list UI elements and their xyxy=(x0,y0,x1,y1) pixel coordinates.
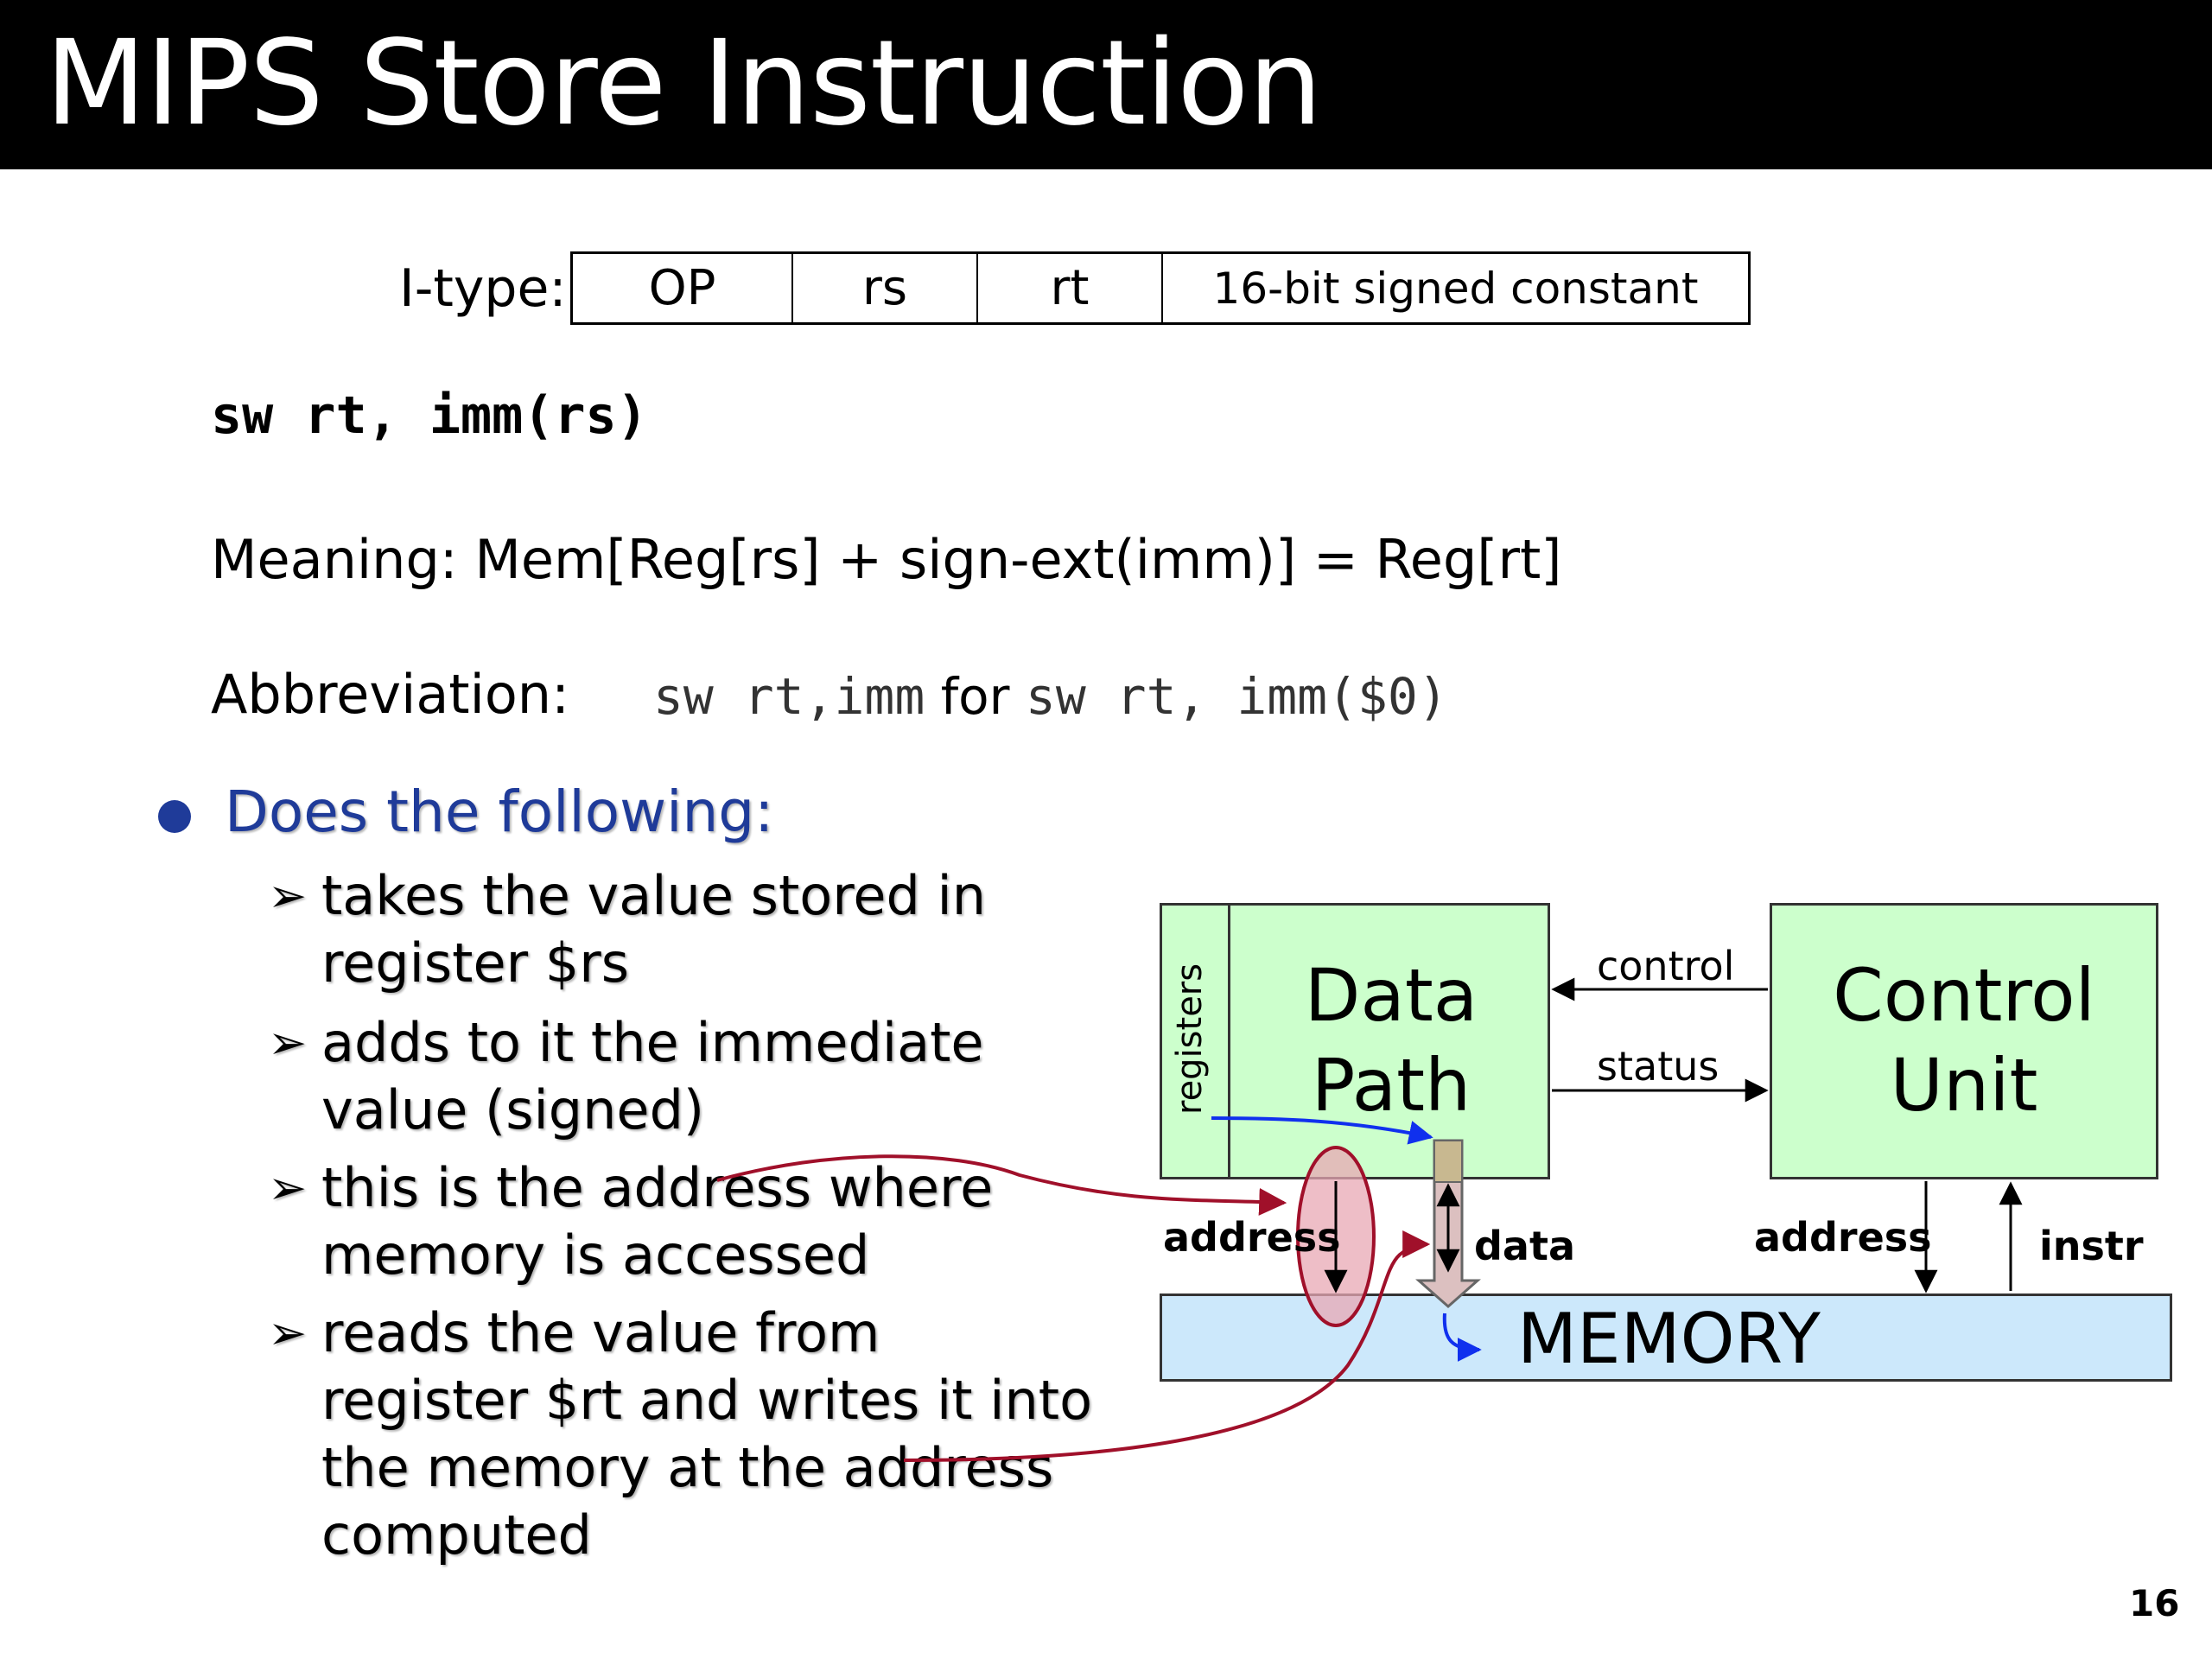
arrow-bullet-icon: ➢ xyxy=(268,1306,308,1360)
field-rs: rs xyxy=(793,254,978,322)
memory-label: MEMORY xyxy=(1517,1299,1821,1379)
sub-bullet: ➢adds to it the immediate value (signed) xyxy=(268,1009,1097,1144)
datapath-box xyxy=(1160,903,1550,1179)
instr-label: instr xyxy=(2039,1223,2144,1269)
control-unit-label: Control Unit xyxy=(1833,953,2095,1128)
sub-bullet-text: reads the value from register $rt and wr… xyxy=(321,1301,1093,1567)
control-address-label: address xyxy=(1754,1214,1932,1261)
sub-bullet: ➢this is the address where memory is acc… xyxy=(268,1154,1097,1289)
abbreviation-for: for xyxy=(925,667,1026,726)
sub-bullet: ➢takes the value stored in register $rs xyxy=(268,862,1097,997)
datapath-address-label: address xyxy=(1163,1214,1341,1261)
address-annotation-curve xyxy=(716,1154,1287,1216)
status-label: status xyxy=(1597,1043,1719,1090)
abbreviation-code-short: sw rt,imm xyxy=(653,667,925,726)
datapath-label: Data Path xyxy=(1304,953,1478,1128)
sub-bullet: ➢reads the value from register $rt and w… xyxy=(268,1300,1097,1569)
title-bar xyxy=(0,0,2212,169)
registers-strip xyxy=(1160,903,1230,1179)
field-immediate: 16-bit signed constant xyxy=(1212,263,1699,314)
control-label: control xyxy=(1597,943,1735,989)
abbreviation-label: Abbreviation: xyxy=(211,663,569,726)
sub-bullet-text: takes the value stored in register $rs xyxy=(321,864,987,995)
data-label: data xyxy=(1474,1223,1575,1269)
field-rt: rt xyxy=(978,254,1163,322)
bullet-heading: Does the following: xyxy=(225,779,774,845)
slide-title: MIPS Store Instruction xyxy=(45,16,1323,152)
register-flow-arrow xyxy=(1211,1116,1433,1145)
page-number: 16 xyxy=(2129,1582,2180,1624)
field-op: OP xyxy=(573,254,793,322)
itype-format-box: OP rs rt 16-bit signed constant xyxy=(570,251,1751,325)
arrow-bullet-icon: ➢ xyxy=(268,1160,308,1215)
sub-bullet-text: adds to it the immediate value (signed) xyxy=(321,1011,984,1141)
control-unit-box xyxy=(1770,903,2158,1179)
arrow-bullet-icon: ➢ xyxy=(268,868,308,923)
abbreviation-text: sw rt,imm for sw rt, imm($0) xyxy=(653,664,1448,729)
abbreviation-code-full: sw rt, imm($0) xyxy=(1025,667,1448,726)
bullet-dot xyxy=(158,800,191,833)
sub-bullet-text: this is the address where memory is acce… xyxy=(321,1156,994,1287)
memory-flow-arrow xyxy=(1442,1313,1482,1362)
data-bus-top xyxy=(1433,1140,1463,1183)
meaning-text: Meaning: Mem[Reg[rs] + sign-ext(imm)] = … xyxy=(211,528,1562,591)
arrow-bullet-icon: ➢ xyxy=(268,1015,308,1070)
data-annotation-curve xyxy=(903,1230,1431,1462)
instruction-syntax: sw rt, imm(rs) xyxy=(211,385,648,446)
itype-label: I-type: xyxy=(399,258,567,319)
